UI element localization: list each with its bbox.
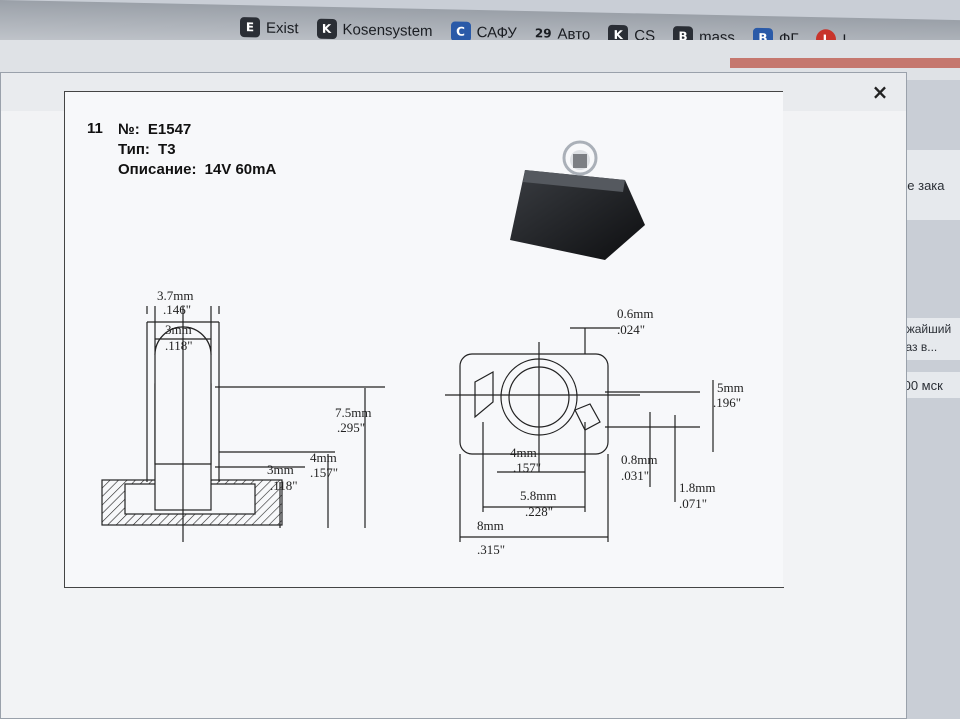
modal-bottom-line (64, 587, 784, 588)
product-card: 11 №: E1547 Тип: T3 Описание: 14V 60mA (64, 91, 783, 588)
dim-label-8-mm: 4mm (510, 445, 537, 460)
dim-label-6-in: .024" (617, 322, 645, 337)
product-info: №: E1547 Тип: T3 Описание: 14V 60mA (118, 120, 276, 180)
product-desc-row: Описание: 14V 60mA (118, 160, 276, 180)
site-accent-bar (730, 58, 960, 68)
side-text-nearest-1: ижайший (900, 322, 952, 336)
dim-label-7-mm: 5mm (717, 380, 744, 395)
dim-label-6-mm: 0.6mm (617, 306, 653, 321)
side-text-order: ие зака (900, 178, 945, 193)
number-label: №: (118, 121, 140, 138)
dim-label-8-in: .157" (513, 460, 541, 475)
dim-label-9-mm: 0.8mm (621, 452, 657, 467)
dim-label-10-mm: 5.8mm (520, 488, 556, 503)
dim-label-3-in: .295" (337, 420, 365, 435)
dim-label-1-mm: 3.7mm (157, 288, 193, 303)
close-icon[interactable]: × (871, 80, 889, 104)
dim-label-9-in: .031" (621, 468, 649, 483)
dim-label-12-mm: 8mm (477, 518, 504, 533)
bookmark-label: Exist (266, 19, 299, 37)
dim-label-11-in: .071" (679, 496, 707, 511)
dim-label-12-in: .315" (477, 542, 505, 557)
dim-label-2-in: .118" (165, 338, 193, 353)
type-label: Тип: (118, 141, 150, 158)
dim-label-5-in: .118" (270, 478, 298, 493)
dim-label-1-in: .146" (163, 302, 191, 317)
dim-label-4-mm: 4mm (310, 450, 337, 465)
product-modal: × 11 №: E1547 Тип: T3 Описание: 14V 60mA (0, 72, 907, 719)
item-number: 11 (87, 120, 103, 137)
number-value: E1547 (147, 121, 192, 138)
product-photo (510, 140, 645, 260)
dim-label-5-mm: 3mm (267, 462, 294, 477)
dim-label-10-in: .228" (525, 504, 553, 519)
type-value: T3 (158, 141, 176, 158)
bookmark-icon: K (316, 18, 337, 40)
bookmark-label: САФУ (476, 23, 517, 42)
side-text-nearest-2: каз в... (900, 340, 938, 354)
desc-label: Описание: (118, 161, 197, 178)
technical-drawing: 3.7mm .146" 3mm .118" 7.5mm .295" 4mm .1… (101, 288, 744, 557)
dim-label-2-mm: 3mm (165, 322, 192, 337)
top-view (445, 327, 714, 542)
bookmark-item[interactable]: E Exist (240, 17, 299, 38)
side-view (101, 306, 385, 542)
dim-label-11-mm: 1.8mm (679, 480, 715, 495)
bookmark-icon: E (240, 17, 260, 38)
dim-label-3-mm: 7.5mm (335, 405, 371, 420)
desc-value: 14V 60mA (204, 161, 277, 178)
product-number-row: №: E1547 (118, 120, 276, 140)
bookmark-label: Kosensystem (342, 20, 433, 40)
dim-label-7-in: .196" (713, 395, 741, 410)
product-type-row: Тип: T3 (118, 140, 276, 160)
dim-label-4-in: .157" (310, 465, 338, 480)
side-text-time[interactable]: :00 мск (900, 378, 943, 393)
bookmark-icon: С (450, 21, 471, 42)
